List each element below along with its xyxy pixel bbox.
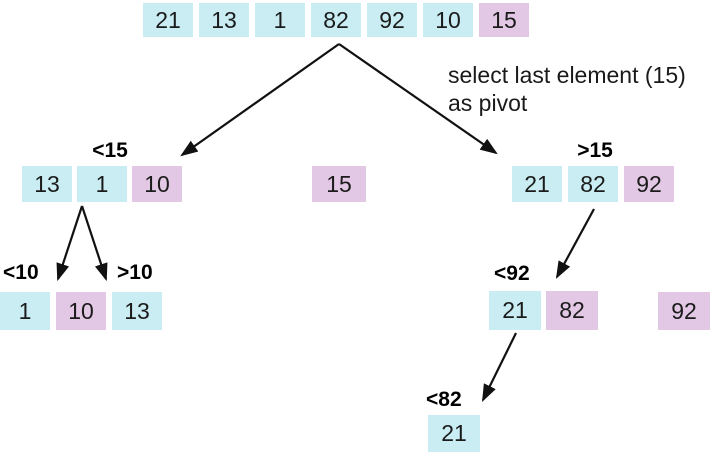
partition-label-lt82: <82 — [426, 388, 462, 411]
partition-lt82: 21 — [428, 415, 480, 452]
array-cell: 92 — [367, 3, 417, 37]
array-initial: 21 13 1 82 92 10 15 — [143, 3, 529, 37]
pivot-annotation-line1: select last element (15) — [448, 62, 686, 88]
array-cell: 1 — [255, 3, 305, 37]
arrow-lt15-to-lt10 — [56, 205, 84, 282]
partition-result-10: 1 10 13 — [0, 292, 162, 330]
array-cell: 13 — [112, 292, 162, 330]
partition-gt15: 21 82 92 — [512, 166, 674, 202]
array-cell: 21 — [428, 415, 480, 452]
placed-pivot-92: 92 — [658, 292, 710, 330]
arrow-lt92-to-lt82 — [482, 332, 517, 402]
pivot-annotation: select last element (15) as pivot — [448, 61, 686, 117]
partition-label-lt15: <15 — [92, 139, 128, 162]
array-cell: 82 — [311, 3, 361, 37]
array-cell: 1 — [77, 166, 127, 202]
partition-lt15: 13 1 10 — [22, 166, 182, 202]
array-cell: 82 — [568, 166, 618, 202]
partition-label-lt92: <92 — [494, 262, 530, 285]
array-cell: 1 — [0, 292, 50, 330]
partition-label-lt10: <10 — [3, 261, 39, 284]
array-cell-pivot: 92 — [624, 166, 674, 202]
arrow-lt15-to-gt10 — [80, 205, 108, 282]
arrow-initial-to-gt15 — [338, 43, 498, 155]
array-cell-pivot: 82 — [546, 291, 598, 330]
array-cell-pivot: 15 — [312, 166, 366, 202]
array-cell-pivot: 15 — [479, 3, 529, 37]
array-cell-pivot: 92 — [658, 292, 710, 330]
pivot-annotation-line2: as pivot — [448, 90, 528, 116]
array-cell: 13 — [199, 3, 249, 37]
array-cell: 21 — [143, 3, 193, 37]
partition-label-gt10: >10 — [117, 261, 153, 284]
array-cell: 21 — [489, 291, 541, 330]
placed-pivot-15: 15 — [312, 166, 366, 202]
arrow-gt15-to-lt92 — [555, 208, 595, 279]
arrow-initial-to-lt15 — [180, 43, 340, 157]
array-cell: 10 — [423, 3, 473, 37]
array-cell-pivot: 10 — [56, 292, 106, 330]
partition-label-gt15: >15 — [577, 139, 613, 162]
array-cell-pivot: 10 — [132, 166, 182, 202]
array-cell: 13 — [22, 166, 72, 202]
partition-lt92: 21 82 — [489, 291, 598, 330]
array-cell: 21 — [512, 166, 562, 202]
